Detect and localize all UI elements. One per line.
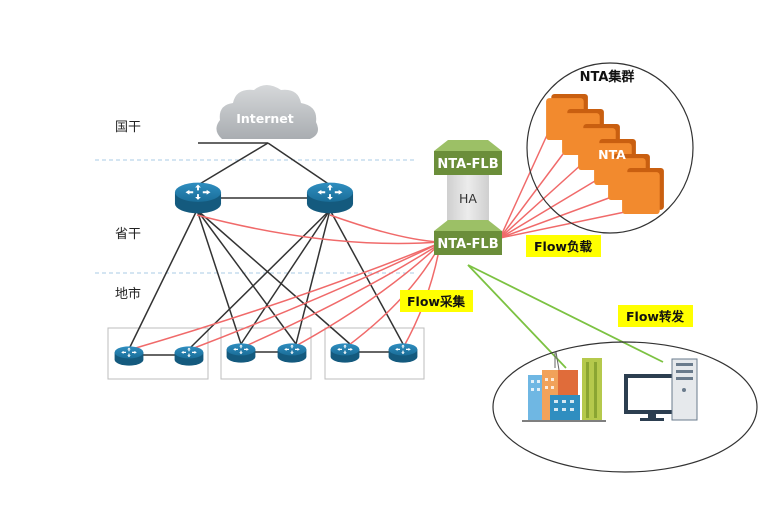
metro-group-1 xyxy=(107,327,209,380)
nta-flb-top-icon: NTA-FLB xyxy=(434,140,502,175)
metro-router-icon xyxy=(226,343,256,363)
flow-collect-tag: Flow采集 xyxy=(400,290,473,312)
flow-balance-tag-text: Flow负载 xyxy=(534,239,592,254)
metro-router-icon xyxy=(114,346,144,366)
core-router-left-icon xyxy=(174,182,222,214)
tier-label-provincial: 省干 xyxy=(115,227,141,242)
nta-cluster-boundary xyxy=(526,62,694,234)
tier-label-backbone: 国干 xyxy=(115,120,141,135)
flow-collect-tag-text: Flow采集 xyxy=(407,294,465,309)
internet-label: Internet xyxy=(236,111,294,126)
nta-node-label: NTA xyxy=(598,147,626,162)
flow-balance-links xyxy=(499,132,626,239)
ha-label: HA xyxy=(459,191,477,206)
topology-links xyxy=(128,142,404,356)
city-buildings-icon xyxy=(522,351,606,422)
nta-server-icon xyxy=(622,168,664,214)
metro-router-icon xyxy=(174,346,204,366)
computer-icon xyxy=(624,358,698,421)
metro-router-icon xyxy=(330,343,360,363)
flow-forward-links xyxy=(467,264,664,369)
internet-cloud-icon: Internet xyxy=(216,85,318,139)
metro-router-icon xyxy=(277,343,307,363)
tier-label-metro: 地市 xyxy=(115,286,141,302)
metro-group-3 xyxy=(324,327,425,380)
nta-flb-bottom-icon: NTA-FLB xyxy=(434,220,502,255)
flow-forward-tag-text: Flow转发 xyxy=(626,309,684,324)
core-router-right-icon xyxy=(306,182,354,214)
nta-cluster-title: NTA集群 xyxy=(580,69,635,85)
flow-forward-tag: Flow转发 xyxy=(618,305,693,327)
nta-flb-top-label: NTA-FLB xyxy=(437,157,498,172)
flow-balance-tag: Flow负载 xyxy=(526,235,601,257)
flow-collect-links xyxy=(128,214,441,351)
metro-router-icon xyxy=(388,343,418,363)
forward-destination-boundary xyxy=(492,341,758,473)
nta-flb-bottom-label: NTA-FLB xyxy=(437,237,498,252)
metro-group-2 xyxy=(220,327,312,380)
